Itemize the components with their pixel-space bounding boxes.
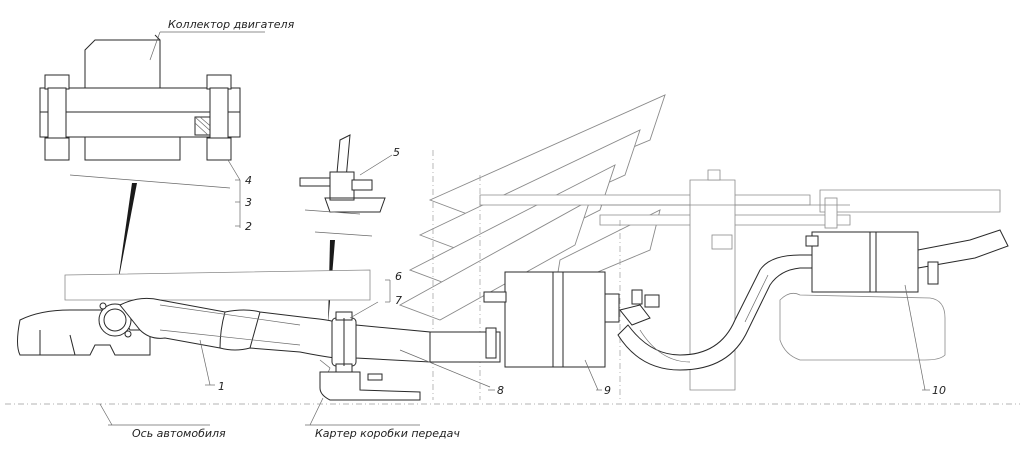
callout-5: 5 xyxy=(393,146,400,159)
engine-manifold-label: Коллектор двигателя xyxy=(168,18,295,31)
callout-4: 4 xyxy=(245,174,252,187)
callout-7: 7 xyxy=(395,294,402,307)
intermediate-pipe: 8 xyxy=(355,324,504,397)
vehicle-axis-label: Ось автомобиля xyxy=(132,427,226,440)
callout-3: 3 xyxy=(245,196,252,209)
main-muffler: 9 xyxy=(483,271,620,397)
engine-exhaust-manifold xyxy=(17,269,371,356)
manifold-flange-detail xyxy=(39,34,241,189)
callout-8: 8 xyxy=(497,384,504,397)
gearbox-housing-label: Картер коробки передач xyxy=(315,427,460,440)
callout-9: 9 xyxy=(604,384,611,397)
rear-muffler: 10 xyxy=(805,229,1009,397)
gearbox-housing-support: Картер коробки передач xyxy=(305,371,460,440)
detail-pointer-1 xyxy=(117,183,137,288)
chassis-frame xyxy=(432,150,1001,400)
callout-1: 1 xyxy=(218,380,225,393)
tail-pipe-assembly xyxy=(617,254,813,371)
bracket-detail: 5 xyxy=(299,134,400,237)
callout-10: 10 xyxy=(932,384,946,397)
vehicle-axis: Ось автомобиля xyxy=(5,403,1020,440)
clamp-joint: 6 7 xyxy=(319,270,402,383)
callout-6: 6 xyxy=(395,270,402,283)
manifold-label-leader: Коллектор двигателя xyxy=(149,18,295,61)
front-exhaust-pipe: 1 xyxy=(119,297,336,393)
callouts-4-3-2: 4 3 2 xyxy=(227,159,252,233)
callout-2: 2 xyxy=(245,220,252,233)
